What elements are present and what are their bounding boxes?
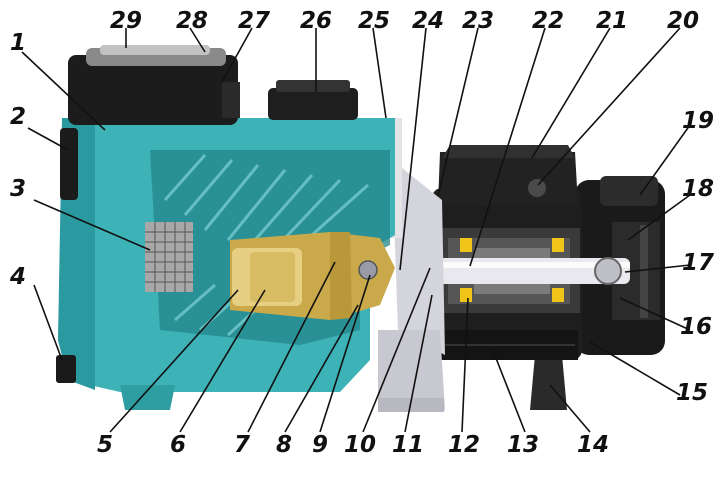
callout-2: 2 bbox=[10, 104, 26, 130]
callout-12: 12 bbox=[448, 432, 480, 458]
callout-22: 22 bbox=[532, 8, 564, 34]
callout-21: 21 bbox=[596, 8, 628, 34]
callout-27: 27 bbox=[238, 8, 270, 34]
callout-1: 1 bbox=[10, 30, 26, 56]
callout-3: 3 bbox=[10, 176, 26, 202]
callout-17: 17 bbox=[682, 250, 714, 276]
callout-24: 24 bbox=[412, 8, 444, 34]
pump-body bbox=[56, 45, 395, 410]
callout-25: 25 bbox=[358, 8, 390, 34]
callout-15: 15 bbox=[676, 380, 708, 406]
discharge-union bbox=[268, 88, 358, 120]
callout-19: 19 bbox=[682, 108, 714, 134]
callout-28: 28 bbox=[176, 8, 208, 34]
leader-lines bbox=[21, 27, 691, 433]
rear-bearing bbox=[594, 257, 622, 285]
motor-foot bbox=[530, 355, 567, 410]
callout-10: 10 bbox=[344, 432, 376, 458]
callout-20: 20 bbox=[667, 8, 699, 34]
callout-16: 16 bbox=[680, 314, 712, 340]
callout-26: 26 bbox=[300, 8, 332, 34]
callout-14: 14 bbox=[577, 432, 609, 458]
callout-4: 4 bbox=[9, 264, 26, 290]
callout-7: 7 bbox=[234, 432, 250, 458]
strainer-lid bbox=[68, 55, 238, 125]
callout-11: 11 bbox=[392, 432, 424, 458]
callout-8: 8 bbox=[276, 432, 292, 458]
pump-illustration bbox=[56, 45, 665, 412]
callout-6: 6 bbox=[170, 432, 186, 458]
callout-18: 18 bbox=[682, 176, 714, 202]
callout-23: 23 bbox=[462, 8, 494, 34]
callout-9: 9 bbox=[312, 432, 328, 458]
cable-gland bbox=[528, 179, 546, 197]
callout-5: 5 bbox=[97, 432, 113, 458]
inlet-union bbox=[60, 128, 78, 200]
callout-13: 13 bbox=[507, 432, 539, 458]
callout-29: 29 bbox=[110, 8, 142, 34]
callout-labels: 1 2 3 4 5 6 7 8 9 10 11 12 13 14 15 16 1… bbox=[9, 8, 714, 458]
drain-plug bbox=[56, 355, 76, 383]
mechanical-seal bbox=[358, 260, 378, 280]
